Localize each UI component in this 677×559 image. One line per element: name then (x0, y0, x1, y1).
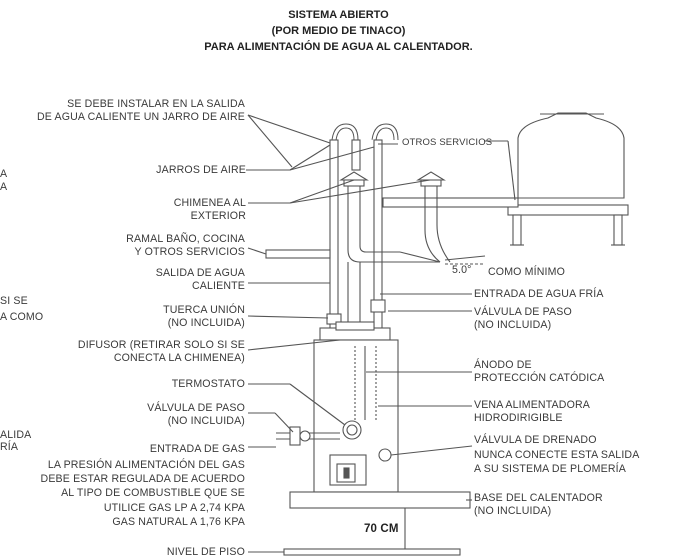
clipped-fragment: SI SE (0, 295, 28, 307)
base-label: BASE DEL CALENTADOR (NO INCLUIDA) (474, 492, 603, 517)
ramal-label: RAMAL BAÑO, COCINA Y OTROS SERVICIOS (126, 233, 245, 258)
entrada-fria-label: ENTRADA DE AGUA FRÍA (474, 288, 604, 300)
difusor-label: DIFUSOR (RETIRAR SOLO SI SE CONECTA LA C… (77, 339, 245, 364)
leader-lines (246, 114, 516, 553)
clipped-fragment: ALIDA (0, 429, 32, 441)
diagram-title-line-1: SISTEMA ABIERTO (288, 9, 389, 21)
heater-base (289, 491, 471, 509)
height-dimension-label: 70 cm (364, 523, 399, 535)
angle-label: 5.0° (452, 264, 472, 276)
otros-servicios-label: OTROS SERVICIOS (402, 137, 493, 148)
nivel-piso-label: NIVEL DE PISO (166, 546, 245, 558)
drenado-label: VÁLVULA DE DRENADO NUNCA CONECTE ESTA SA… (474, 434, 640, 475)
termostato-label: TERMOSTATO (171, 378, 245, 390)
clipped-fragment: RÍA (0, 441, 19, 453)
clipped-fragment: A (0, 168, 8, 180)
jarro-note-label: SE DEBE INSTALAR EN LA SALIDA DE AGUA CA… (36, 98, 245, 123)
jarros-label: JARROS DE AIRE (156, 164, 246, 176)
chimenea-label: CHIMENEA AL EXTERIOR (173, 197, 246, 222)
anodo-label: ÁNODO DE PROTECCIÓN CATÓDICA (474, 359, 605, 384)
tuerca-label: TUERCA UNIÓN (NO INCLUIDA) (163, 304, 245, 329)
entrada-gas-label: ENTRADA DE GAS (149, 443, 245, 455)
como-minimo-label: COMO MÍNIMO (488, 266, 565, 278)
diagram-title-line-3: PARA ALIMENTACIÓN DE AGUA AL CALENTADOR. (204, 41, 473, 53)
tank-supply-pipe (382, 197, 519, 208)
tinaco-tank (507, 112, 629, 246)
presion-note-label: LA PRESIÓN ALIMENTACIÓN DEL GAS DEBE EST… (40, 459, 245, 528)
valvula-paso-right-label: VÁLVULA DE PASO (NO INCLUIDA) (474, 306, 572, 331)
diagram-title-line-2: (POR MEDIO DE TINACO) (271, 25, 406, 37)
clipped-fragment: A (0, 181, 8, 193)
floor-line (283, 548, 461, 556)
clipped-fragment: A COMO (0, 311, 44, 323)
ramal-pipe (265, 249, 331, 259)
valvula-paso-left-label: VÁLVULA DE PASO (NO INCLUIDA) (147, 402, 245, 427)
vena-label: VENA ALIMENTADORA HIDRODIRIGIBLE (474, 399, 590, 424)
salida-label: SALIDA DE AGUA CALIENTE (155, 267, 245, 292)
